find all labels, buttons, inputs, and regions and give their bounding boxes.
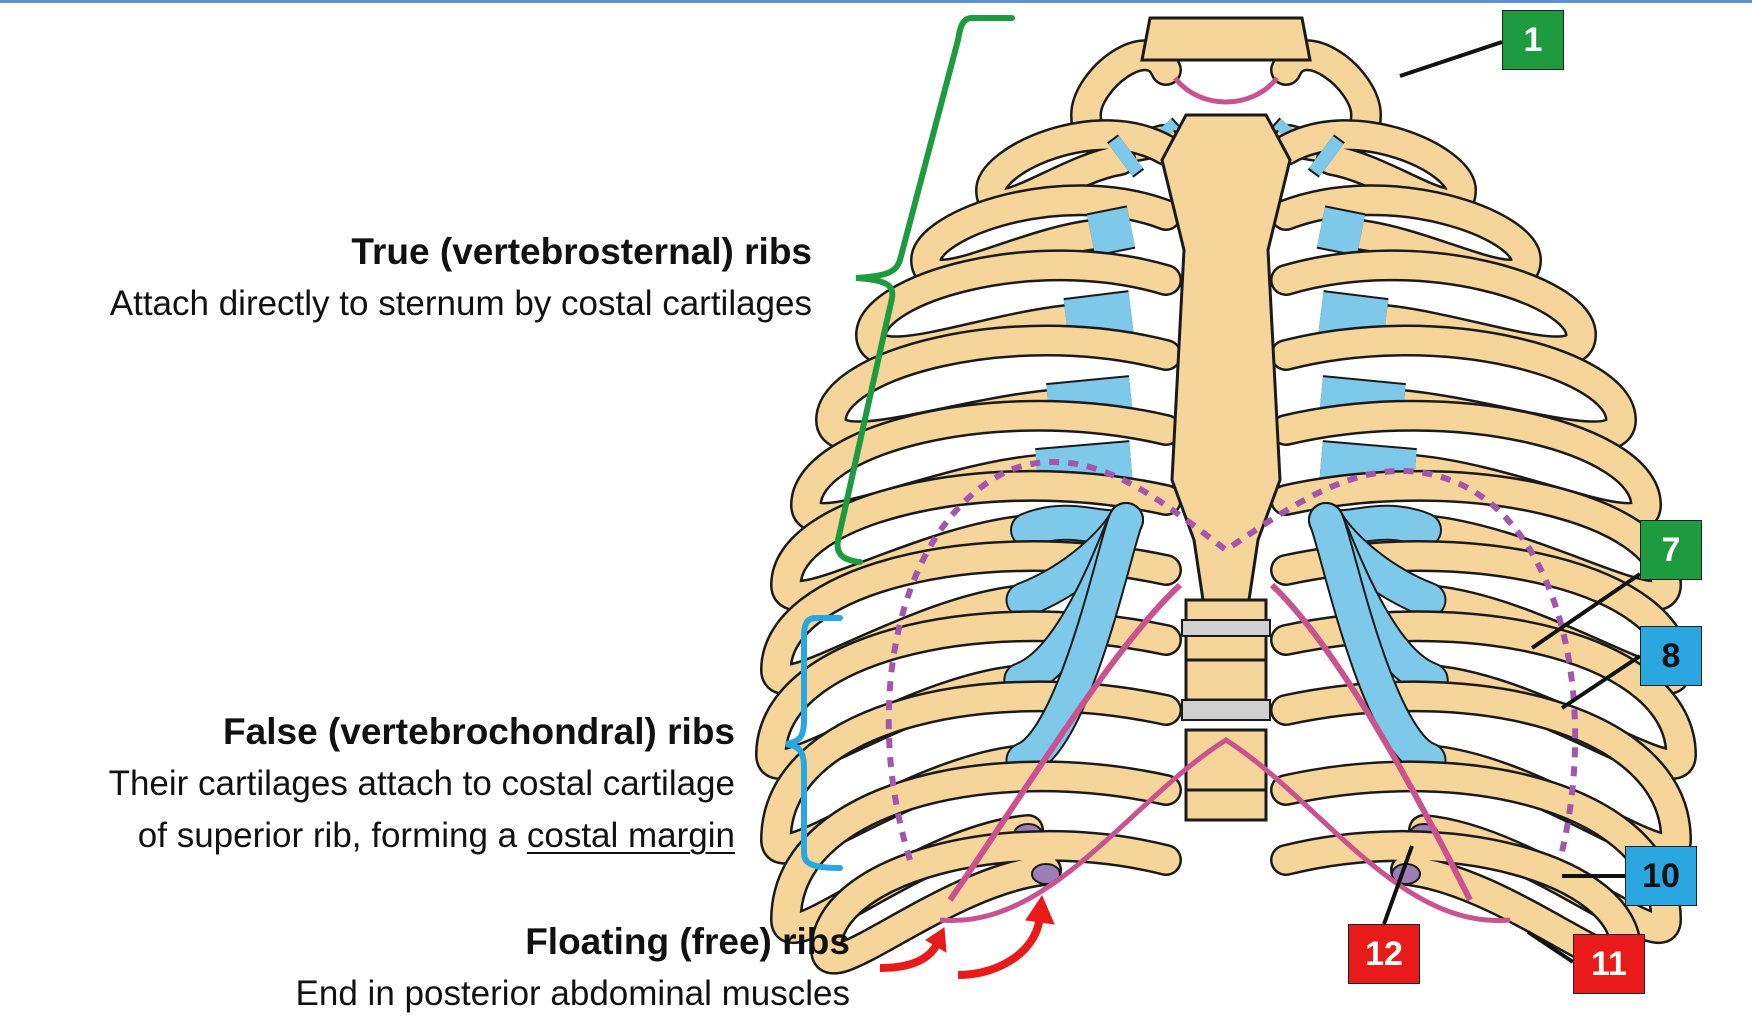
rib-tag-11-text: 11: [1591, 944, 1627, 983]
costal-margin-term: costal margin: [526, 816, 735, 855]
costal-margin-right: [947, 582, 1183, 902]
floating-arrow-1: [879, 940, 942, 972]
true-ribs-label: True (vertebrosternal) ribs Attach direc…: [0, 226, 812, 330]
top-divider-line: [0, 0, 1752, 3]
false-ribs-label: False (vertebrochondral) ribs Their cart…: [0, 706, 735, 862]
jugular-notch: [1173, 76, 1279, 105]
cartilage-10: [1310, 504, 1445, 776]
floating-ribs-label: Floating (free) ribs End in posterior ab…: [0, 916, 850, 1020]
leader-12: [1382, 845, 1414, 925]
rib-tag-1: 1: [1502, 10, 1564, 70]
costal-margin-left: [1269, 582, 1473, 902]
rib-tag-12: 12: [1348, 924, 1420, 984]
cartilage-4: [1063, 292, 1134, 340]
floating-arrow-2-head: [1025, 894, 1055, 925]
rib-cage: [754, 16, 1698, 975]
cartilage-2: [1108, 135, 1143, 177]
rib-tag-12-text: 12: [1365, 934, 1403, 973]
diaphragm-dome-dotted: [885, 458, 1579, 861]
rib-tag-1-text: 1: [1523, 20, 1543, 59]
rib-tag-8: 8: [1640, 626, 1702, 686]
rib-tag-7: 7: [1640, 520, 1702, 580]
brackets: [785, 15, 1055, 979]
false-ribs-description-line1: Their cartilages attach to costal cartil…: [108, 764, 735, 803]
rib-tag-10-text: 10: [1642, 856, 1680, 895]
false-ribs-bracket: [785, 615, 843, 871]
diaphragm-edge: [939, 737, 1511, 923]
cartilage-3: [1317, 207, 1365, 255]
floating-arrow-2: [957, 911, 1044, 979]
cartilage-2: [1309, 135, 1344, 177]
cartilage-6: [1319, 442, 1417, 490]
intervertebral-disc: [1181, 699, 1271, 721]
cartilage-4: [1318, 292, 1389, 340]
floating-ribs-title: Floating (free) ribs: [525, 921, 850, 962]
rib-tag-8-text: 8: [1661, 636, 1681, 675]
true-ribs-description: Attach directly to sternum by costal car…: [109, 284, 812, 323]
rib-tag-10: 10: [1625, 846, 1697, 906]
true-ribs-title: True (vertebrosternal) ribs: [351, 231, 812, 272]
lumbar-vertebra-4: [1184, 788, 1268, 822]
rib-12-right: [812, 832, 1180, 973]
floating-ribs-description: End in posterior abdominal muscles: [295, 974, 850, 1013]
vertebra-top: [1140, 16, 1312, 62]
leader-1: [1399, 40, 1503, 78]
false-ribs-description-prefix: of superior rib, forming a: [137, 816, 527, 855]
cartilage-10: [1007, 504, 1142, 776]
leader-lines: [1382, 40, 1642, 964]
lumbar-vertebra-2: [1184, 658, 1268, 702]
floating-arrow-1-head: [925, 927, 947, 953]
rib-tag-11: 11: [1573, 934, 1645, 994]
floating-rib-12-tip: [1031, 863, 1061, 885]
true-ribs-bracket: [834, 15, 1015, 565]
intervertebral-disc-2: [1181, 619, 1271, 637]
leader-11: [1526, 930, 1575, 964]
false-ribs-description-line2: of superior rib, forming a costal margin: [0, 810, 735, 862]
cartilage-3: [1087, 207, 1135, 255]
cartilage-6: [1035, 442, 1133, 490]
rib-2-right: [977, 121, 1180, 217]
rib-tag-7-text: 7: [1661, 530, 1681, 569]
false-ribs-title: False (vertebrochondral) ribs: [223, 711, 735, 752]
leader-8: [1560, 654, 1642, 710]
rib-2-left: [1272, 121, 1475, 217]
leader-7: [1530, 572, 1642, 650]
